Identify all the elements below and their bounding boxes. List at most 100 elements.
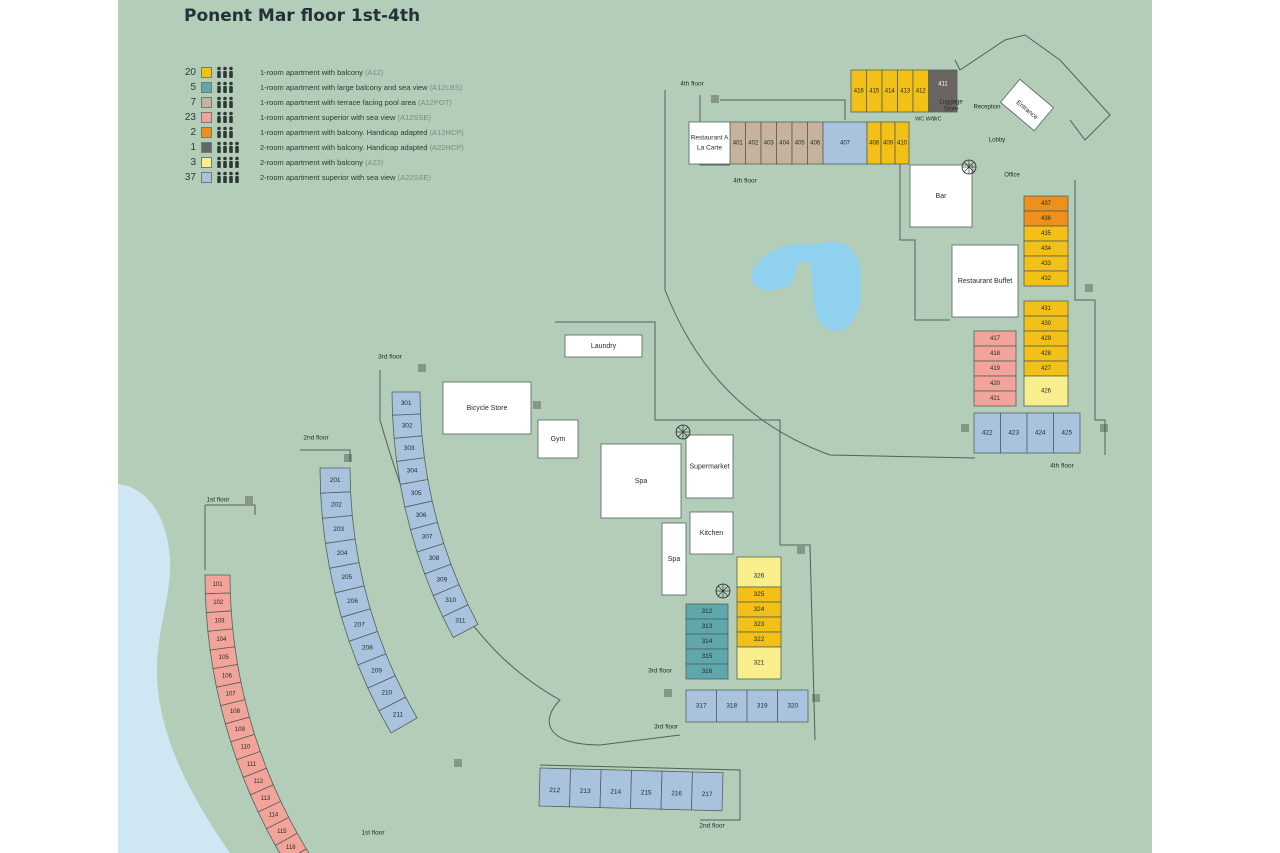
room-number: 214 (610, 789, 621, 796)
facility-label: Restaurant Buffet (958, 278, 1012, 285)
spiral-stair-icon (717, 590, 724, 597)
persons-2-icon (216, 111, 234, 125)
room-number: 324 (754, 606, 765, 613)
room-number: 308 (429, 555, 440, 562)
legend-count: 37 (184, 172, 196, 183)
room-number: 410 (897, 141, 908, 147)
room-number: 209 (371, 667, 382, 674)
floor-label: 4th floor (680, 81, 704, 88)
room-number: 320 (787, 703, 798, 710)
legend-label: 1-room apartment with balcony (A12) (260, 68, 384, 77)
room-number: 402 (748, 141, 759, 147)
room-number: 423 (1008, 430, 1019, 437)
facility-label: Kitchen (700, 530, 723, 537)
room-number: 204 (337, 550, 348, 557)
room-number: 411 (938, 82, 948, 88)
legend-swatch (201, 97, 212, 108)
spiral-stair-icon (722, 585, 729, 592)
room-number: 302 (402, 423, 413, 430)
room-number: 436 (1041, 216, 1052, 222)
room (973, 412, 1001, 454)
spiral-stair-icon (963, 161, 970, 168)
room-number: 310 (445, 597, 456, 604)
spa (600, 443, 682, 519)
legend-swatch (201, 172, 212, 183)
legend-swatch (201, 112, 212, 123)
legend-swatch (201, 82, 212, 93)
room (928, 69, 958, 113)
room-number: 314 (702, 638, 713, 645)
room (736, 646, 782, 680)
entrance (999, 78, 1055, 132)
legend-count: 7 (190, 97, 196, 108)
outline-path (664, 90, 976, 459)
outline-path (699, 34, 1111, 166)
room-number: 432 (1041, 276, 1052, 282)
room-number: 404 (779, 141, 790, 147)
reception-label: Reception (973, 105, 1000, 111)
room-number: 301 (401, 400, 412, 407)
room-number: 107 (226, 691, 237, 697)
room-number: 413 (900, 89, 911, 95)
room-number: 312 (702, 608, 713, 615)
facility-label: Spa (668, 556, 681, 563)
room-number: 403 (764, 141, 775, 147)
room (274, 832, 307, 853)
legend-count: 23 (184, 112, 196, 123)
legend-label: 1-room apartment with large balcony and … (260, 83, 463, 92)
room-number: 321 (754, 660, 765, 667)
room-number: 213 (580, 788, 591, 795)
room-number: 309 (436, 576, 447, 583)
room-number: 430 (1041, 321, 1052, 327)
room-number: 427 (1041, 366, 1052, 372)
legend-swatch (201, 157, 212, 168)
spiral-stair-icon (677, 426, 684, 433)
room-number: 307 (422, 534, 433, 541)
facility-label: Bar (936, 193, 948, 200)
spiral-stair-icon (677, 431, 684, 438)
legend-label: 1-room apartment with balcony. Handicap … (260, 128, 464, 137)
room-number: 322 (754, 636, 765, 643)
facility-label: Laundry (591, 343, 617, 350)
persons-4-icon (216, 156, 240, 170)
room-number: 210 (381, 690, 392, 697)
outline-path (204, 504, 256, 570)
room (298, 848, 310, 853)
legend-label: 2-room apartment with balcony. Handicap … (260, 143, 464, 152)
room (1023, 270, 1069, 287)
room (1000, 412, 1028, 454)
room-number: 415 (869, 89, 880, 95)
room-number: 424 (1035, 430, 1046, 437)
room-number: 437 (1041, 201, 1052, 207)
room-number: 104 (216, 637, 227, 643)
room-number: 216 (671, 790, 682, 797)
room (442, 604, 479, 639)
room-number: 417 (990, 336, 1001, 342)
room-number: 112 (254, 779, 264, 785)
room-number: 409 (883, 141, 894, 147)
room-number: 311 (455, 618, 466, 625)
room-number: 203 (333, 526, 344, 533)
room-number: 206 (347, 598, 358, 605)
luggage-label: Luggage (939, 100, 963, 106)
facility-label: Gym (551, 436, 566, 443)
room-number: 103 (214, 619, 225, 625)
room-number: 116 (286, 845, 296, 851)
room-number: 433 (1041, 261, 1052, 267)
spiral-stair-icon (968, 161, 975, 168)
legend-swatch (201, 67, 212, 78)
floor-label: 3rd floor (378, 354, 403, 361)
facility-label: La Carte (697, 145, 722, 152)
room-number: 109 (235, 727, 246, 733)
room-number: 416 (854, 89, 865, 95)
room-number: 434 (1041, 246, 1052, 252)
persons-2-icon (216, 96, 234, 110)
room-number: 318 (726, 703, 737, 710)
room-number: 412 (916, 89, 927, 95)
map-title: Ponent Mar floor 1st-4th (184, 6, 421, 26)
room-number: 428 (1041, 351, 1052, 357)
luggage-label: Store (944, 107, 959, 113)
room-number: 419 (990, 366, 1001, 372)
